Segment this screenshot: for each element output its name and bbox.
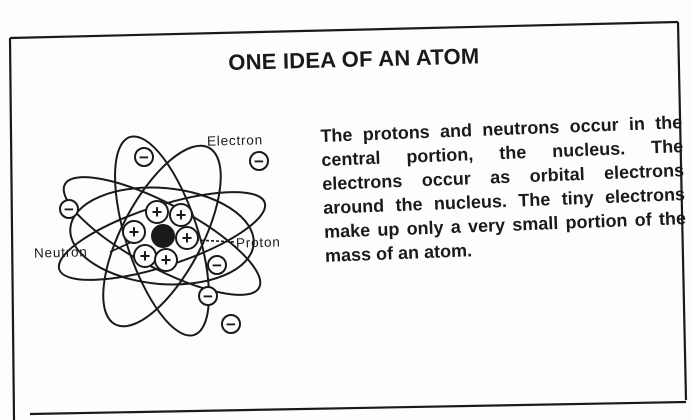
electron-particle bbox=[134, 147, 154, 167]
neutron-label: Neutron bbox=[33, 244, 88, 261]
proton-sign: + bbox=[161, 250, 172, 270]
electron-sign: − bbox=[203, 287, 213, 306]
electron-particle bbox=[207, 255, 227, 275]
electron-sign: − bbox=[212, 256, 222, 275]
electron-sign: − bbox=[64, 200, 74, 219]
proton-sign: + bbox=[176, 205, 187, 225]
electron-sign: − bbox=[139, 148, 149, 167]
electron-particle bbox=[221, 314, 241, 334]
electron-label: Electron bbox=[206, 132, 264, 149]
orbit-4 bbox=[102, 144, 222, 328]
orbit-3 bbox=[114, 135, 210, 337]
proton-sign: + bbox=[140, 246, 151, 266]
proton-label: Proton bbox=[235, 234, 281, 251]
proton-particle bbox=[175, 226, 199, 250]
orbit-5 bbox=[69, 186, 255, 286]
electron-sign: − bbox=[254, 152, 264, 171]
proton-particle bbox=[122, 220, 146, 244]
proton-sign: + bbox=[152, 202, 163, 222]
electron-particle bbox=[249, 151, 269, 171]
electrons: − − − − − − bbox=[59, 147, 269, 334]
proton-particle bbox=[169, 203, 193, 227]
electron-particle bbox=[198, 286, 218, 306]
nucleus: + + + + + + bbox=[122, 200, 199, 272]
electron-sign: − bbox=[226, 315, 236, 334]
frame-right-border bbox=[676, 21, 688, 401]
proton-sign: + bbox=[182, 228, 193, 248]
proton-sign: + bbox=[129, 222, 140, 242]
frame-left-border bbox=[8, 37, 16, 420]
frame-bottom-border bbox=[29, 400, 687, 416]
proton-leader-line bbox=[195, 239, 237, 243]
electron-particle bbox=[59, 199, 79, 219]
proton-particle bbox=[154, 248, 178, 272]
frame-top-border bbox=[9, 20, 679, 40]
neutron-particle bbox=[151, 224, 175, 248]
proton-particle bbox=[145, 200, 169, 224]
description-paragraph: The protons and neutrons occur in the ce… bbox=[320, 112, 687, 266]
